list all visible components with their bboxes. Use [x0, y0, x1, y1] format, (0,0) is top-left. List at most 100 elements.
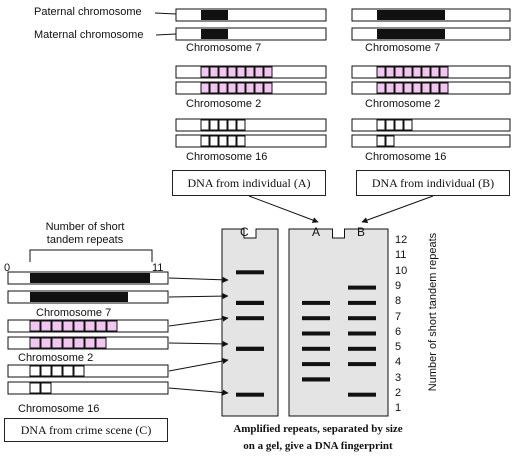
individual-a-chr2-maternal-repeat-unit — [236, 82, 246, 94]
crime-chr2-paternal-repeat-unit — [62, 320, 74, 332]
individual-a-chr16-maternal-repeat-unit — [200, 135, 210, 147]
scale-tick-label: 7 — [395, 310, 402, 323]
paternal-chromosome-label: Paternal chromosome — [34, 6, 142, 18]
gel-lane-b-band — [348, 362, 376, 367]
individual-a-chr16-maternal-repeat-unit — [209, 135, 219, 147]
gel-lane-b-band — [348, 331, 376, 336]
maternal-leader-line — [155, 33, 177, 36]
crime-to-gel-arrow — [168, 276, 229, 283]
scale-tick-label: 9 — [395, 279, 402, 292]
scale-tick-label: 8 — [395, 295, 402, 308]
individual-b-chr16-maternal — [351, 134, 511, 148]
individual-a-chr16-paternal-repeat-unit — [236, 119, 246, 131]
individual-b-chromosome-7-label: Chromosome 7 — [365, 42, 441, 54]
gel-lane-a-band — [302, 300, 330, 305]
str-count-bracket — [29, 249, 153, 262]
gel-lane-a-band — [302, 331, 330, 336]
individual-a-chr2-paternal-repeat-unit — [227, 66, 237, 78]
scale-tick-label: 11 — [395, 249, 407, 262]
individual-a-chr16-paternal-repeat-unit — [209, 119, 219, 131]
crime-chr2-paternal-repeat-unit — [84, 320, 96, 332]
scale-min-label: 0 — [4, 262, 11, 274]
individual-b-chr16-paternal-repeat-unit — [385, 119, 395, 131]
individual-b-arrow — [361, 195, 434, 223]
scale-tick-label: 12 — [395, 234, 408, 246]
individual-a-chr2-maternal-repeat-unit — [254, 82, 264, 94]
individual-b-chr16-paternal — [351, 118, 511, 132]
gel-caption-line-2: on a gel, give a DNA fingerprint — [243, 440, 393, 452]
individual-a-chr2-paternal-repeat-unit — [200, 66, 210, 78]
gel-lane-c-band — [236, 300, 264, 305]
individual-b-chr16-maternal-repeat-unit — [376, 135, 386, 147]
individual-b-chr7-maternal-repeats — [377, 29, 445, 39]
crime-chr16-maternal-repeat-unit — [40, 382, 52, 394]
individual-a-arrow — [248, 195, 319, 223]
crime-chr16-paternal-repeat-unit — [40, 365, 52, 377]
crime-chr2-maternal-repeat-unit — [40, 337, 52, 349]
individual-b-chr2-maternal-repeat-unit — [439, 82, 449, 94]
crime-chr7-maternal-repeats — [30, 292, 128, 302]
individual-b-chr16-paternal-repeat-unit — [394, 119, 404, 131]
crime-chr16-maternal-repeat-unit — [29, 382, 41, 394]
individual-a-chr2-maternal-repeat-unit — [227, 82, 237, 94]
individual-a-chromosome-16-label: Chromosome 16 — [186, 151, 268, 163]
gel-caption-line-1: Amplified repeats, separated by size — [233, 423, 403, 435]
individual-a-chr2-maternal-repeat-unit — [263, 82, 273, 94]
gel-lane-c-band — [236, 316, 264, 321]
crime-chr2-paternal-repeat-unit — [95, 320, 107, 332]
individual-a-chr16-maternal — [175, 134, 327, 148]
gel-lane-b-band — [348, 300, 376, 305]
gel-lane-a-band — [302, 377, 330, 382]
lane-a-label: A — [312, 225, 321, 239]
individual-b-chr2-paternal-repeat-unit — [421, 66, 431, 78]
individual-a-chr2-paternal-repeat-unit — [254, 66, 264, 78]
crime-to-gel-arrow — [168, 340, 229, 347]
crime-chromosome-2-label: Chromosome 2 — [18, 352, 94, 364]
individual-b-chr2-paternal-repeat-unit — [412, 66, 422, 78]
crime-to-gel-arrow — [168, 315, 229, 327]
individual-a-chr7-maternal-repeats — [201, 29, 228, 39]
individual-b-chr16-maternal-repeat-unit — [385, 135, 395, 147]
gel-lane-c — [221, 228, 279, 417]
individual-a-chromosome-7-label: Chromosome 7 — [186, 42, 262, 54]
individual-a-chr7-maternal — [175, 27, 327, 41]
individual-a-chr16-paternal-repeat-unit — [227, 119, 237, 131]
individual-b-chr16-paternal-repeat-unit — [376, 119, 386, 131]
crime-chr16-paternal-repeat-unit — [51, 365, 63, 377]
individual-a-chr7-paternal — [175, 8, 327, 22]
gel-lane-a-band — [302, 346, 330, 351]
gel-lane-a-band — [302, 316, 330, 321]
crime-chr2-maternal-repeat-unit — [62, 337, 74, 349]
individual-b-chromosome-2-label: Chromosome 2 — [365, 98, 441, 110]
crime-chr16-paternal-repeat-unit — [73, 365, 85, 377]
individual-a-chr2-paternal-repeat-unit — [218, 66, 228, 78]
crime-to-gel-arrow — [168, 358, 229, 372]
scale-tick-label: 4 — [395, 356, 402, 369]
crime-chr2-maternal-repeat-unit — [51, 337, 63, 349]
individual-a-box: DNA from individual (A) — [172, 170, 326, 196]
individual-a-chromosome-2-label: Chromosome 2 — [186, 98, 262, 110]
individual-b-chr2-maternal-repeat-unit — [403, 82, 413, 94]
individual-b-chr2-maternal-repeat-unit — [376, 82, 386, 94]
crime-chr2-paternal-repeat-unit — [29, 320, 41, 332]
individual-a-chr7-paternal-repeats — [201, 10, 228, 20]
individual-a-chr16-paternal — [175, 118, 327, 132]
crime-chromosome-7-label: Chromosome 7 — [36, 307, 112, 319]
scale-tick-label: 2 — [395, 387, 402, 399]
individual-a-chr2-maternal-repeat-unit — [245, 82, 255, 94]
individual-b-chr2-maternal-repeat-unit — [394, 82, 404, 94]
individual-a-chr2-maternal-repeat-unit — [200, 82, 210, 94]
individual-b-chr2-paternal-repeat-unit — [430, 66, 440, 78]
individual-b-chr2-paternal-repeat-unit — [394, 66, 404, 78]
gel-lane-b-band — [348, 392, 376, 397]
gel-lane-ab — [288, 228, 389, 417]
scale-tick-label: 6 — [395, 325, 402, 338]
gel-lane-c-band — [236, 392, 264, 397]
crime-chr2-paternal-repeat-unit — [73, 320, 85, 332]
lane-b-label: B — [357, 225, 366, 239]
gel-lane-c-band — [236, 270, 264, 275]
gel-lane-a-band — [302, 362, 330, 367]
scale-tick-label: 1 — [395, 402, 402, 415]
individual-a-chr2-paternal-repeat-unit — [245, 66, 255, 78]
crime-scene-box: DNA from crime scene (C) — [4, 418, 168, 442]
